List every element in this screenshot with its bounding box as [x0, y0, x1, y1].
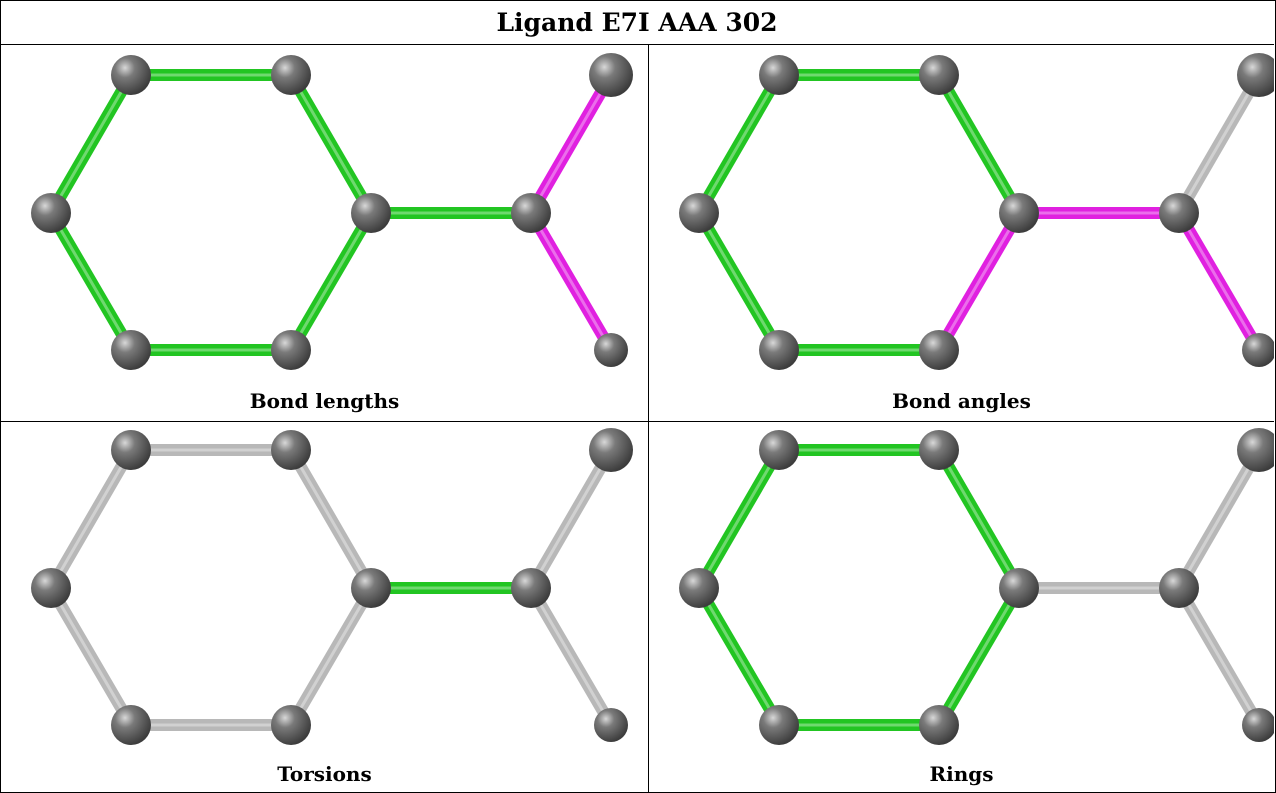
bond-highlight-1-3	[289, 74, 373, 214]
atom-6	[1159, 568, 1199, 608]
atom-7	[589, 53, 633, 97]
atom-7	[1237, 428, 1274, 472]
panel-rings: Rings	[649, 422, 1274, 792]
atom-7	[589, 428, 633, 472]
atom-5	[919, 330, 959, 370]
bond-4-2	[693, 209, 785, 354]
bond-highlight-6-8	[529, 587, 613, 726]
bond-highlight-4-2	[697, 212, 781, 351]
atom-6	[511, 568, 551, 608]
bond-highlight-6-7	[529, 449, 613, 589]
bond-highlight-3-5	[937, 587, 1021, 726]
bond-6-8	[1173, 209, 1265, 354]
bond-highlight-6-8	[1177, 212, 1261, 351]
bond-highlight-3-5	[289, 587, 373, 726]
atom-7	[1237, 53, 1274, 97]
atom-1	[271, 55, 311, 95]
atom-0	[111, 430, 151, 470]
atom-8	[594, 333, 628, 367]
caption-rings: Rings	[929, 762, 994, 786]
atom-8	[1242, 708, 1274, 742]
bond-highlight-2-0	[49, 449, 133, 589]
caption-bond-lengths: Bond lengths	[249, 389, 400, 413]
vertical-divider	[648, 44, 649, 792]
bond-highlight-6-7	[1177, 449, 1261, 589]
bond-1-3	[285, 71, 377, 217]
bond-6-7	[525, 71, 617, 217]
atom-1	[271, 430, 311, 470]
bond-2-0	[45, 71, 137, 217]
atom-2	[31, 568, 71, 608]
bond-highlight-3-5	[937, 212, 1021, 351]
bond-highlight-3-5	[289, 212, 373, 351]
bond-6-7	[525, 446, 617, 592]
bond-4-2	[693, 584, 785, 729]
atom-3	[351, 568, 391, 608]
horizontal-divider	[0, 421, 1274, 422]
bond-highlight-1-3	[937, 74, 1021, 214]
atom-1	[919, 430, 959, 470]
bond-3-5	[933, 584, 1025, 729]
bond-highlight-4-2	[697, 587, 781, 726]
bond-highlight-1-3	[289, 449, 373, 589]
caption-torsions: Torsions	[277, 762, 372, 786]
bond-3-5	[285, 584, 377, 729]
caption-bond-angles: Bond angles	[892, 389, 1031, 413]
bond-3-5	[933, 209, 1025, 354]
bond-highlight-6-7	[529, 74, 613, 214]
atom-6	[511, 193, 551, 233]
bond-highlight-6-8	[1177, 587, 1261, 726]
atom-8	[1242, 333, 1274, 367]
atom-0	[759, 430, 799, 470]
atom-0	[759, 55, 799, 95]
bond-1-3	[933, 446, 1025, 592]
panel-bond-angles: Bond angles	[649, 45, 1274, 421]
bond-highlight-4-2	[49, 587, 133, 726]
bond-highlight-6-7	[1177, 74, 1261, 214]
molecule-rings	[679, 428, 1274, 745]
bond-2-0	[45, 446, 137, 592]
panel-torsions: Torsions	[1, 422, 648, 792]
bond-1-3	[285, 446, 377, 592]
atom-6	[1159, 193, 1199, 233]
bond-4-2	[45, 209, 137, 354]
atom-4	[111, 705, 151, 745]
bond-2-0	[693, 446, 785, 592]
bond-highlight-4-2	[49, 212, 133, 351]
atom-5	[271, 330, 311, 370]
atom-5	[919, 705, 959, 745]
panel-bond-lengths: Bond lengths	[1, 45, 648, 421]
bond-2-0	[693, 71, 785, 217]
bond-6-8	[525, 584, 617, 729]
atom-2	[679, 193, 719, 233]
atom-4	[111, 330, 151, 370]
bond-highlight-2-0	[49, 74, 133, 214]
atom-1	[919, 55, 959, 95]
bond-6-7	[1173, 446, 1265, 592]
bond-highlight-6-8	[529, 212, 613, 351]
bond-1-3	[933, 71, 1025, 217]
figure-title: Ligand E7I AAA 302	[0, 0, 1274, 45]
atom-8	[594, 708, 628, 742]
atom-5	[271, 705, 311, 745]
bond-highlight-2-0	[697, 449, 781, 589]
atom-3	[999, 193, 1039, 233]
atom-0	[111, 55, 151, 95]
atom-4	[759, 330, 799, 370]
bond-highlight-2-0	[697, 74, 781, 214]
molecule-bond-angles	[679, 53, 1274, 370]
bond-6-8	[525, 209, 617, 354]
bond-3-5	[285, 209, 377, 354]
atom-2	[31, 193, 71, 233]
bond-6-8	[1173, 584, 1265, 729]
bond-4-2	[45, 584, 137, 729]
atom-3	[999, 568, 1039, 608]
bond-6-7	[1173, 71, 1265, 217]
atom-2	[679, 568, 719, 608]
molecule-bond-lengths	[31, 53, 633, 370]
molecule-torsions	[31, 428, 633, 745]
bond-highlight-1-3	[937, 449, 1021, 589]
atom-3	[351, 193, 391, 233]
atom-4	[759, 705, 799, 745]
